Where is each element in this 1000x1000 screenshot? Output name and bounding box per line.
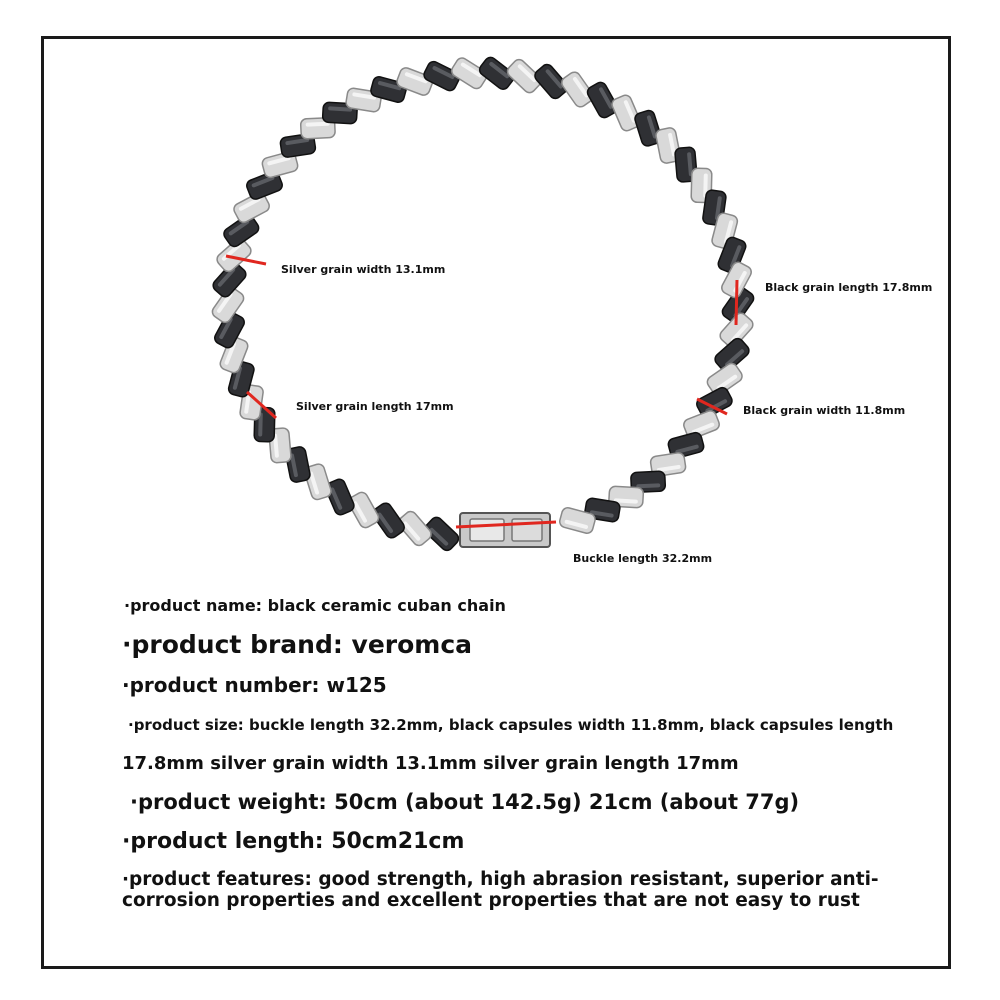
link-highlight: [309, 471, 320, 495]
spec-product-number: ·product number: w125: [122, 673, 387, 697]
measure-line-silver-width: [225, 254, 267, 266]
link-highlight: [217, 267, 236, 287]
silver-link: [451, 57, 488, 90]
link-highlight: [725, 349, 745, 367]
black-link: [372, 502, 405, 539]
black-link: [714, 337, 750, 372]
spec-product-size-line2: 17.8mm silver grain width 13.1mm silver …: [122, 753, 739, 774]
link-highlight: [656, 464, 681, 472]
buckle: [459, 512, 551, 548]
callout-buckle-length: Buckle length 32.2mm: [573, 552, 713, 565]
link-highlight: [599, 87, 613, 109]
link-highlight: [377, 512, 394, 533]
callout-silver-grain-length: Silver grain length 17mm: [296, 400, 454, 413]
link-highlight: [714, 196, 722, 221]
link-highlight: [705, 399, 728, 413]
silver-link: [719, 312, 754, 348]
link-highlight: [404, 72, 428, 84]
measure-line-silver-length: [245, 390, 278, 420]
link-highlight: [429, 527, 449, 546]
link-highlight: [258, 412, 263, 437]
link-highlight: [232, 366, 242, 390]
link-highlight: [623, 100, 636, 123]
black-link: [478, 56, 515, 90]
spec-product-length: ·product length: 50cm21cm: [122, 829, 465, 854]
link-highlight: [460, 62, 482, 78]
black-link: [586, 81, 619, 119]
link-highlight: [613, 498, 638, 504]
spec-product-size-line1: ·product size: buckle length 32.2mm, bla…: [128, 716, 894, 734]
link-highlight: [377, 81, 402, 91]
link-highlight: [489, 62, 510, 79]
link-highlight: [517, 64, 537, 83]
link-highlight: [716, 374, 738, 391]
link-highlight: [703, 173, 708, 198]
link-highlight: [352, 92, 377, 100]
spec-product-features: ·product features: good strength, high a…: [122, 869, 879, 911]
link-highlight: [228, 219, 250, 236]
black-link: [534, 63, 569, 100]
silver-link: [561, 71, 594, 108]
link-highlight: [730, 323, 749, 343]
link-highlight: [251, 176, 275, 188]
black-link: [212, 262, 247, 298]
black-link: [214, 311, 245, 349]
link-highlight: [328, 106, 353, 112]
link-highlight: [691, 422, 715, 434]
silver-link: [397, 510, 432, 547]
link-highlight: [305, 121, 330, 127]
silver-link: [347, 491, 380, 529]
silver-link: [506, 58, 542, 94]
spec-product-name: ·product name: black ceramic cuban chain: [124, 596, 506, 615]
link-highlight: [589, 510, 614, 518]
measure-lines: [225, 254, 739, 529]
link-highlight: [285, 138, 310, 146]
measure-line-buckle: [455, 520, 557, 529]
black-link: [721, 286, 755, 324]
link-highlight: [330, 487, 343, 510]
black-link: [223, 214, 260, 248]
link-highlight: [675, 444, 699, 454]
link-highlight: [545, 69, 563, 89]
link-highlight: [687, 152, 693, 177]
image-frame: [41, 36, 951, 969]
callout-black-grain-width: Black grain width 11.8mm: [743, 404, 906, 417]
measure-line-black-width: [696, 397, 728, 416]
chain-links: [211, 56, 755, 552]
silver-link: [706, 362, 743, 396]
link-highlight: [290, 453, 298, 478]
link-highlight: [730, 245, 742, 268]
link-highlight: [238, 197, 261, 211]
measure-line-black-length: [734, 279, 739, 326]
link-highlight: [724, 220, 734, 244]
callout-black-grain-length: Black grain length 17.8mm: [765, 281, 933, 294]
link-highlight: [403, 521, 421, 541]
link-highlight: [432, 66, 455, 79]
callout-silver-grain-width: Silver grain width 13.1mm: [281, 263, 446, 276]
link-highlight: [273, 433, 279, 458]
silver-link: [721, 261, 752, 299]
spec-product-weight: ·product weight: 50cm (about 142.5g) 21c…: [130, 790, 800, 814]
chain-illustration: [211, 56, 755, 552]
link-highlight: [668, 132, 676, 157]
link-highlight: [646, 115, 657, 139]
link-highlight: [572, 77, 589, 98]
silver-link: [211, 286, 245, 324]
link-highlight: [636, 483, 661, 489]
link-highlight: [216, 292, 233, 313]
silver-link: [233, 192, 270, 224]
black-link: [424, 516, 460, 552]
link-highlight: [224, 342, 236, 365]
link-highlight: [564, 519, 589, 529]
link-highlight: [219, 317, 233, 340]
silver-link: [216, 238, 252, 273]
link-highlight: [267, 156, 291, 166]
spec-product-brand: ·product brand: veromca: [122, 630, 473, 659]
link-highlight: [353, 501, 367, 523]
chain-svg: [211, 56, 755, 552]
